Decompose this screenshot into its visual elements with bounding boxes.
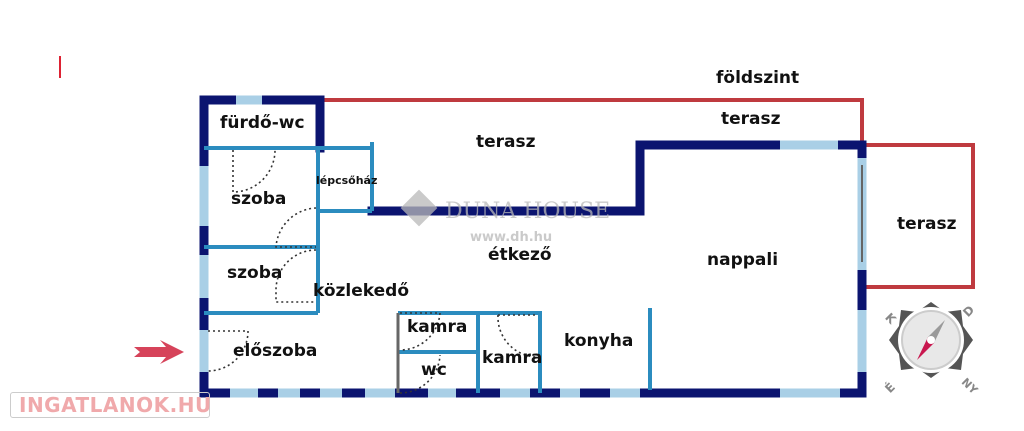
- logo-text: INGATLANOK.HU: [19, 393, 212, 417]
- room-label-kamra-1: kamra: [407, 317, 467, 337]
- compass-label-d: D: [960, 303, 977, 320]
- entrance-arrow-icon: [134, 340, 184, 364]
- exterior-walls: [199, 95, 867, 398]
- room-label-terasz-upper: terasz: [721, 109, 781, 129]
- room-label-konyha: konyha: [564, 331, 633, 351]
- room-label-furdo: fürdő-wc: [220, 113, 305, 133]
- floor-label: földszint: [716, 68, 799, 88]
- room-label-nappali: nappali: [707, 250, 778, 270]
- room-label-wc: wc: [421, 360, 447, 380]
- ingatlanok-logo: INGATLANOK.HU: [10, 392, 212, 418]
- svg-text:www.dh.hu: www.dh.hu: [470, 230, 552, 245]
- room-label-szoba-2: szoba: [227, 263, 282, 283]
- door-swings: [207, 149, 537, 394]
- room-label-eloszoba: előszoba: [233, 341, 317, 361]
- room-label-etkezo: étkező: [488, 245, 552, 265]
- room-label-kozlekedo: közlekedő: [313, 281, 409, 301]
- compass-label-ny: NY: [959, 376, 981, 398]
- room-label-terasz-right: terasz: [897, 214, 957, 234]
- svg-text:DUNA HOUSE: DUNA HOUSE: [445, 199, 610, 224]
- compass-label-e: É: [882, 379, 898, 395]
- room-label-kamra-2: kamra: [482, 348, 542, 368]
- interior-walls: [204, 142, 652, 393]
- room-label-terasz: terasz: [476, 132, 536, 152]
- terrace-outline-top: [320, 98, 864, 145]
- room-label-lepcsohaz: lépcsőház: [316, 174, 377, 187]
- room-label-szoba-1: szoba: [231, 189, 286, 209]
- terrace-outline-right: [862, 143, 975, 289]
- compass-icon: K D É NY: [882, 302, 981, 398]
- duna-house-watermark: DUNA HOUSE www.dh.hu: [400, 189, 610, 245]
- compass-label-k: K: [882, 310, 899, 327]
